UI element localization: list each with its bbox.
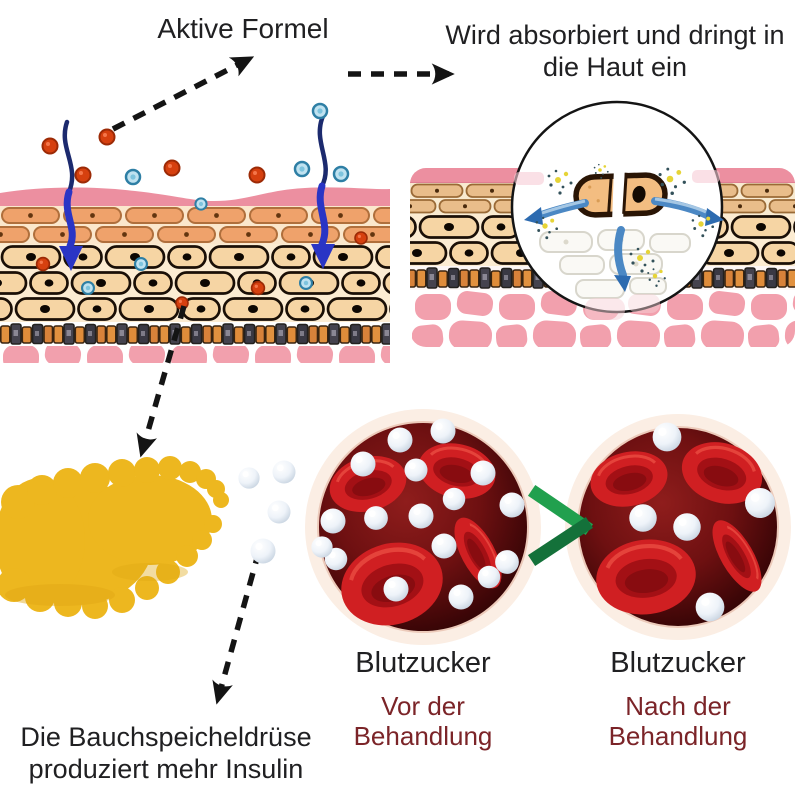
blood-vessel-after — [565, 414, 791, 640]
dashed-arrow-to-caption — [212, 550, 262, 705]
blood-vessel-before — [305, 409, 541, 645]
diffusion-arrows — [524, 197, 724, 292]
active-formula-label: Aktive Formel — [157, 13, 329, 44]
dashed-arrow-to-pancreas — [136, 305, 187, 458]
blood-sugar-after-title: Blutzucker — [610, 647, 746, 679]
hair-follicle-arrows — [59, 113, 335, 271]
dashed-arrows — [111, 56, 455, 705]
absorption-magnifier — [510, 100, 724, 320]
dashed-arrow-to-active-formula — [111, 56, 255, 132]
skin-cross-section-left — [0, 102, 390, 363]
blood-sugar-before-title: Blutzucker — [355, 647, 491, 679]
pancreas-illustration — [0, 456, 229, 619]
after-treatment-label: Nach der Behandlung — [608, 691, 748, 751]
before-treatment-label: Vor der Behandlung — [353, 691, 493, 751]
patch-capsule — [573, 168, 668, 222]
ghost-cells — [539, 229, 691, 299]
pancreas-caption: Die Bauchspeicheldrüse produziert mehr I… — [20, 722, 312, 784]
insulin-spheres — [238, 460, 296, 564]
greater-than-arrow — [527, 484, 594, 567]
absorption-label: Wird absorbiert und dringt in die Haut e… — [445, 20, 785, 82]
